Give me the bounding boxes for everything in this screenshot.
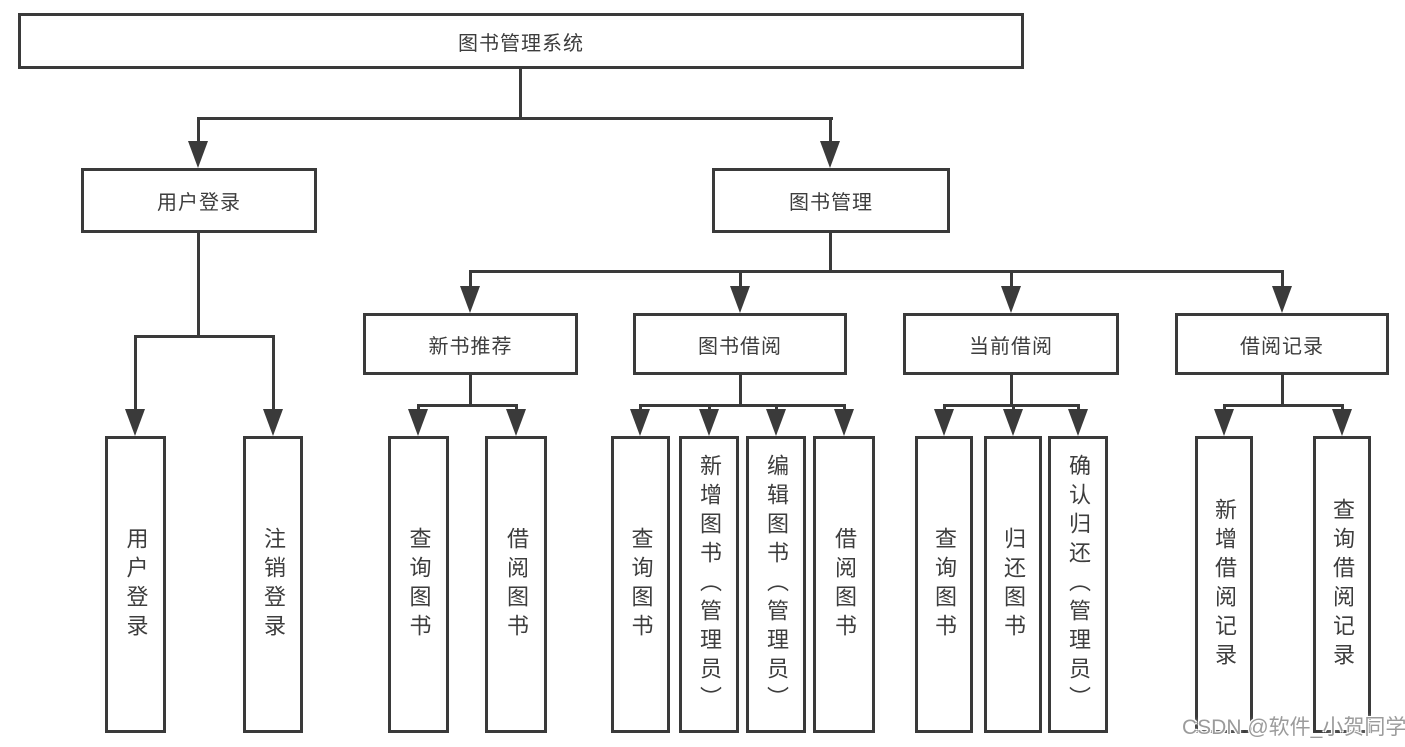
arrow-leaf4-head	[506, 409, 526, 436]
arrow-leaf6-head	[699, 409, 719, 436]
leaf-query-book-1: 查询图书	[388, 436, 449, 733]
node-root-system: 图书管理系统	[18, 13, 1024, 69]
node-new-book-recommend: 新书推荐	[363, 313, 578, 375]
leaf-borrow-book-1-label: 借阅图书	[504, 526, 529, 643]
arrow-current-stem	[1010, 270, 1013, 288]
leaf-logout: 注销登录	[243, 436, 303, 733]
connector-mgmt-stem	[829, 233, 832, 272]
connector-records-bar	[1223, 404, 1343, 407]
leaf-query-book-3-label: 查询图书	[932, 526, 957, 643]
csdn-watermark: CSDN @软件_小贺同学	[1182, 716, 1405, 739]
leaf-query-borrow-record: 查询借阅记录	[1313, 436, 1371, 733]
leaf-user-login: 用户登录	[105, 436, 166, 733]
arrow-mgmt-stem	[829, 117, 832, 144]
node-book-borrow: 图书借阅	[633, 313, 847, 375]
arrow-leaf10-head	[1003, 409, 1023, 436]
arrow-records-stem	[1281, 270, 1284, 288]
arrow-leaf9-head	[934, 409, 954, 436]
node-new-book-recommend-label: 新书推荐	[428, 335, 513, 358]
leaf-query-book-2: 查询图书	[611, 436, 670, 733]
connector-mgmt-bar	[469, 270, 1283, 273]
arrow-leaf13-head	[1332, 409, 1352, 436]
leaf-edit-book-admin: 编辑图书（管理员）	[746, 436, 806, 733]
connector-current-bar	[943, 404, 1079, 407]
leaf-borrow-book-2: 借阅图书	[813, 436, 875, 733]
connector-records-stem	[1281, 375, 1284, 407]
leaf-return-book-label: 归还图书	[1001, 526, 1026, 643]
leaf-confirm-return-admin-label: 确认归还（管理员）	[1066, 454, 1091, 715]
leaf-add-borrow-record: 新增借阅记录	[1195, 436, 1253, 733]
arrow-current-head	[1001, 286, 1021, 313]
arrow-newbook-stem	[469, 270, 472, 288]
leaf-add-book-admin: 新增图书（管理员）	[679, 436, 739, 733]
leaf-query-borrow-record-label: 查询借阅记录	[1330, 497, 1355, 672]
node-user-login-label: 用户登录	[157, 192, 241, 214]
leaf-return-book: 归还图书	[984, 436, 1042, 733]
arrow-leaf3-head	[408, 409, 428, 436]
arrow-records-head	[1272, 286, 1292, 313]
arrow-leaf8-head	[834, 409, 854, 436]
node-book-mgmt: 图书管理	[712, 168, 950, 233]
leaf-edit-book-admin-label: 编辑图书（管理员）	[764, 454, 789, 715]
arrow-leaf2-head	[263, 409, 283, 436]
arrow-mgmt-head	[820, 141, 840, 168]
connector-login-stem	[197, 233, 200, 338]
connector-root-stem	[519, 69, 522, 119]
leaf-user-login-label: 用户登录	[123, 526, 149, 643]
arrow-leaf12-head	[1214, 409, 1234, 436]
arrow-leaf11-head	[1068, 409, 1088, 436]
leaf-add-borrow-record-label: 新增借阅记录	[1212, 497, 1237, 672]
node-book-borrow-label: 图书借阅	[698, 335, 782, 358]
node-root-label: 图书管理系统	[458, 32, 584, 55]
node-user-login: 用户登录	[81, 168, 317, 233]
node-borrow-records: 借阅记录	[1175, 313, 1389, 375]
leaf-borrow-book-2-label: 借阅图书	[832, 526, 857, 643]
arrow-borrow-stem	[739, 270, 742, 288]
leaf-query-book-3: 查询图书	[915, 436, 973, 733]
connector-newbook-bar	[417, 404, 518, 407]
leaf-borrow-book-1: 借阅图书	[485, 436, 547, 733]
connector-borrow-stem	[739, 375, 742, 407]
arrow-leaf7-head	[766, 409, 786, 436]
arrow-leaf1-stem	[134, 335, 137, 411]
arrow-leaf1-head	[125, 409, 145, 436]
leaf-query-book-2-label: 查询图书	[628, 526, 654, 643]
arrow-newbook-head	[460, 286, 480, 313]
leaf-add-book-admin-label: 新增图书（管理员）	[697, 454, 722, 715]
arrow-leaf5-head	[630, 409, 650, 436]
leaf-confirm-return-admin: 确认归还（管理员）	[1048, 436, 1108, 733]
arrow-borrow-head	[730, 286, 750, 313]
node-book-mgmt-label: 图书管理	[789, 192, 873, 214]
connector-root-bar	[197, 117, 833, 120]
arrow-leaf2-stem	[272, 335, 275, 411]
leaf-logout-label: 注销登录	[261, 526, 286, 643]
connector-newbook-stem	[469, 375, 472, 407]
node-current-borrow-label: 当前借阅	[969, 335, 1053, 358]
connector-current-stem	[1010, 375, 1013, 407]
connector-borrow-bar	[639, 404, 845, 407]
arrow-login-stem	[197, 117, 200, 144]
node-current-borrow: 当前借阅	[903, 313, 1119, 375]
connector-login-bar	[134, 335, 275, 338]
arrow-login-head	[188, 141, 208, 168]
node-borrow-records-label: 借阅记录	[1240, 335, 1324, 358]
leaf-query-book-1-label: 查询图书	[406, 526, 432, 643]
